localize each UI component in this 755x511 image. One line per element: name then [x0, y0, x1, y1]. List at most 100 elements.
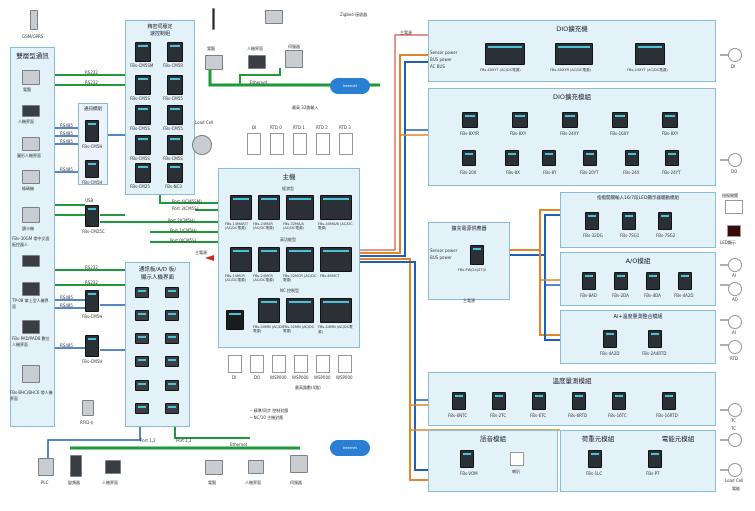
- board-5: [165, 333, 179, 344]
- dio-mod-r2-4: [625, 150, 639, 166]
- main-bottom-io-3: [294, 355, 308, 373]
- power-exp-mod-label: FBs-PW/24(ST)V: [458, 268, 487, 272]
- servo-mod-5: [167, 105, 183, 125]
- dio-mod-r2-3: [583, 150, 597, 166]
- top-ethernet-label: Ethernet: [250, 80, 268, 85]
- main-top-io-0-label: DI: [252, 125, 257, 130]
- board-6: [135, 356, 149, 367]
- main-nc-2-label: FBs-44MN (AC/DC電源): [318, 325, 353, 334]
- main-top-io-0: [247, 133, 261, 155]
- dio-exp-input-1: BUS power: [430, 57, 452, 62]
- left-device-bhc-label: FBs-BHC/BHC6 帶人機界面: [10, 390, 53, 401]
- port-label-5: Port 0(CM5S): [170, 238, 197, 243]
- panel-single-disp: 指撥開關輸入16/7段LED顯示器驅動模組: [560, 192, 716, 248]
- left-port-1: RS232: [85, 80, 98, 85]
- left-device-tp08-label: TP-08 掌上型人機界面: [12, 298, 49, 309]
- main-power-label: 主電源: [195, 250, 207, 255]
- bottom-device-pc: [205, 460, 223, 475]
- dio-exp-1: [555, 43, 593, 65]
- left-device-cardreader: [22, 207, 40, 223]
- right-io-switch-label: 指撥開關: [722, 193, 738, 198]
- temp-3: [572, 392, 586, 410]
- comm-mod-2: [85, 205, 99, 227]
- comm-mod-3: [85, 290, 99, 312]
- temp-5-label: FBs-16RTD: [656, 413, 678, 418]
- main-top-io-2-label: RTD 1: [293, 125, 305, 130]
- panel-temp-title: 溫度量測模組: [552, 377, 592, 385]
- main-high-2: [286, 247, 314, 272]
- bottom-internet-cloud: Internet: [330, 440, 370, 456]
- panel-ai: AI+溫度量測整合模組: [560, 310, 716, 364]
- temp-4: [612, 392, 626, 410]
- port-label-6: Port 1,2: [140, 438, 156, 443]
- servo-mod-6-label: FBs-CM5S: [130, 156, 150, 161]
- panel-aio-title: A/O模組: [625, 257, 651, 265]
- main-nc-1-label: FBs-32MN (AC/DC電源): [283, 325, 315, 333]
- dio-exp-2: [635, 43, 665, 65]
- bottom-device-inverter-label: 變頻器: [68, 480, 80, 485]
- bottom-ethernet-label: Ethernet: [230, 442, 248, 447]
- temp-5: [662, 392, 676, 410]
- load-cell-top-label: Load Cell: [195, 120, 214, 125]
- main-top-io-4-label: RTD 3: [339, 125, 351, 130]
- single-disp-0: [585, 212, 599, 230]
- servo-mod-3-label: FBs-CM55: [163, 96, 183, 101]
- power-mod-label: FBs-PT: [646, 471, 660, 476]
- left-device-30gm: [22, 255, 40, 267]
- ai-0: [603, 330, 617, 348]
- dio-exp-1-label: FBs-40XYR (AC/DC電源): [550, 68, 591, 72]
- left-device-hmi2-label: 圖形人機界面: [17, 153, 41, 158]
- dio-mod-r1-2-label: FBs-24XY: [560, 131, 579, 136]
- bottom-device-server-label: 伺服器: [290, 480, 302, 485]
- comm-mod-1: [85, 160, 99, 178]
- dio-mod-r2-4-label: FBs-24X: [623, 170, 640, 175]
- servo-mod-2: [135, 75, 151, 95]
- servo-mod-8: [135, 163, 151, 183]
- voice-0-label: FBs-VOM: [460, 471, 478, 476]
- left-device-pc: [22, 70, 40, 85]
- voice-speaker: [510, 452, 524, 466]
- rfid-label: RFID卡: [80, 420, 94, 425]
- rfid-card: [82, 400, 94, 416]
- left-device-pad-label: FBs-PAD/PAD8 數位人機界面: [12, 336, 50, 347]
- top-hmi-label: 人機界面: [247, 46, 263, 51]
- aio-3-label: FBs-4A2D: [674, 293, 694, 298]
- panel-comm-board-title: 通訊板/A/D 板/ 顯示人機界面: [138, 267, 177, 281]
- board-11: [165, 403, 179, 414]
- temp-0: [452, 392, 466, 410]
- aio-1: [614, 272, 628, 290]
- aio-1-label: FBs-2DA: [612, 293, 629, 298]
- dio-exp-input-2: AC BUS: [430, 64, 445, 69]
- left-device-cardreader-label: 讀卡機: [22, 226, 34, 231]
- servo-mod-0-label: FBs-CM5SM: [130, 63, 154, 68]
- port-label-2: Port 2(CM5H): [168, 218, 195, 223]
- right-io-loadcell-label: Load Cell: [725, 478, 744, 483]
- temp-3-label: FBs-6RTD: [568, 413, 588, 418]
- right-io-ai2: [728, 315, 742, 329]
- dio-mod-r2-2-label: FBs-8Y: [543, 170, 557, 175]
- ai-1: [648, 330, 662, 348]
- board-3: [165, 310, 179, 321]
- servo-mod-5-label: FBs-CM55: [163, 126, 183, 131]
- panel-ai-title: AI+溫度量測整合模組: [613, 314, 663, 320]
- aio-2: [646, 272, 660, 290]
- main-nc-2: [320, 298, 352, 323]
- left-port-2: RS485: [60, 123, 73, 128]
- single-disp-0-label: FBs-32DG: [583, 233, 603, 238]
- top-internet-cloud: Internet: [330, 78, 370, 94]
- dio-mod-r2-2: [542, 150, 556, 166]
- right-io-tc2-label: TC: [731, 426, 737, 431]
- servo-mod-0: [135, 42, 151, 62]
- power-exp-input-1: BUS power: [430, 255, 452, 260]
- board-1: [165, 287, 179, 298]
- servo-mod-4-label: FBs-CM5S: [130, 126, 150, 131]
- servo-mod-8-label: FBs-CM25: [130, 184, 150, 189]
- main-high-2-label: FBs-32MCR (AC/DC電源): [283, 274, 317, 282]
- left-device-pad: [22, 320, 40, 334]
- right-io-do: [728, 153, 742, 167]
- top-server: [285, 50, 303, 68]
- dio-mod-r1-2: [562, 112, 578, 128]
- panel-load-title: 荷重元模組: [581, 435, 615, 443]
- dio-exp-input-0: Sensor power: [430, 50, 458, 55]
